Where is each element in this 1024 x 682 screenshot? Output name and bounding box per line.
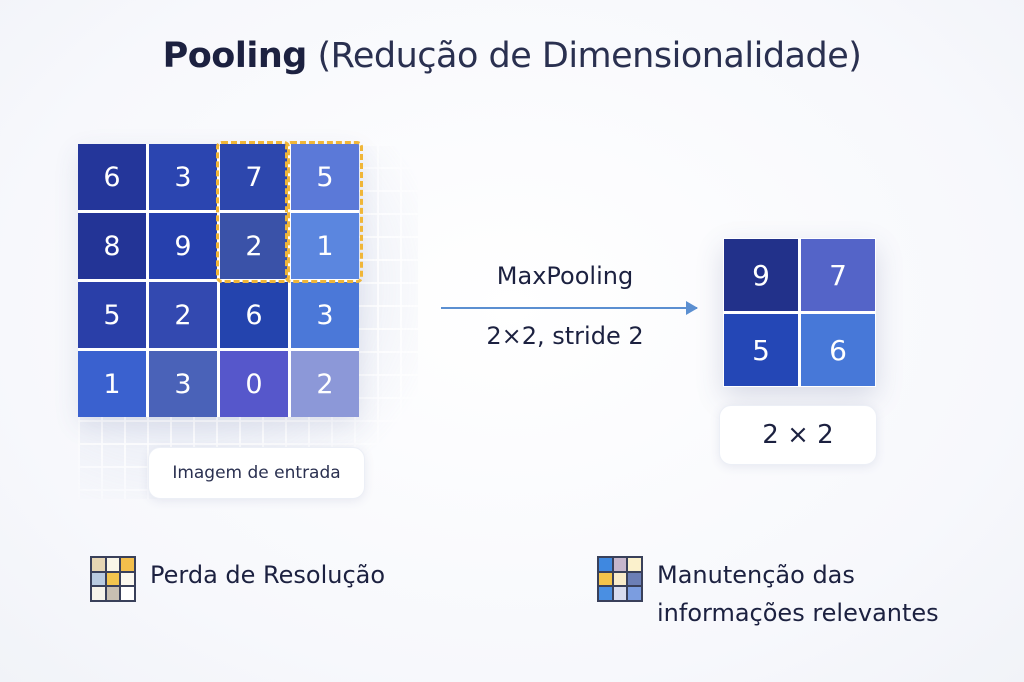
input-cell: 7: [220, 144, 288, 210]
input-cell: 3: [149, 351, 217, 417]
icon-pixel: [121, 572, 134, 586]
input-cell: 2: [291, 351, 359, 417]
icon-pixel: [613, 558, 627, 571]
legend-resolution-loss-text: Perda de Resolução: [150, 556, 385, 594]
arrow-line: [441, 307, 697, 309]
input-cell: 9: [149, 213, 217, 279]
icon-pixel: [613, 587, 627, 600]
input-cell: 2: [220, 213, 288, 279]
legend-resolution-loss: Perda de Resolução: [90, 556, 385, 602]
input-cell: 3: [149, 144, 217, 210]
icon-pixel: [121, 587, 134, 600]
input-cell: 5: [78, 282, 146, 348]
icon-pixel: [106, 587, 120, 600]
icon-pixel: [599, 572, 612, 586]
input-cell: 2: [149, 282, 217, 348]
input-cell: 0: [220, 351, 288, 417]
pixel-grid-icon: [597, 556, 643, 602]
title-bold: Pooling: [162, 36, 308, 76]
icon-pixel: [613, 572, 627, 586]
input-label: Imagem de entrada: [148, 447, 365, 499]
legend-info-retention-text: Manutenção das informações relevantes: [657, 556, 939, 632]
output-cell: 7: [801, 239, 875, 311]
input-cell: 5: [291, 144, 359, 210]
operation-params: 2×2, stride 2: [486, 322, 644, 350]
legend-info-retention: Manutenção das informações relevantes: [597, 556, 939, 632]
title-subtitle: (Redução de Dimensionalidade): [306, 36, 862, 76]
operation-name: MaxPooling: [496, 262, 634, 290]
input-cell: 6: [220, 282, 288, 348]
pixel-grid-icon: [90, 556, 136, 602]
icon-pixel: [628, 558, 641, 571]
legend-right-rest: das: [804, 561, 855, 589]
icon-pixel: [628, 587, 641, 600]
icon-pixel: [121, 558, 134, 571]
legend-right-line2: informações relevantes: [657, 599, 939, 627]
icon-pixel: [599, 558, 612, 571]
output-cell: 5: [724, 314, 798, 386]
icon-pixel: [106, 572, 120, 586]
input-cell: 8: [78, 213, 146, 279]
legend-left-bold: Perda: [150, 561, 218, 589]
icon-pixel: [599, 587, 612, 600]
output-size-label: 2 × 2: [719, 405, 877, 465]
input-cell: 6: [78, 144, 146, 210]
icon-pixel: [628, 572, 641, 586]
arrow-right-icon: [686, 301, 698, 315]
output-cell: 6: [801, 314, 875, 386]
icon-pixel: [92, 572, 105, 586]
input-cell: 3: [291, 282, 359, 348]
legend-right-bold: Manutenção: [657, 561, 805, 589]
page-title: Pooling (Redução de Dimensionalidade): [0, 36, 1024, 76]
icon-pixel: [106, 558, 120, 571]
icon-pixel: [92, 587, 105, 600]
input-cell: 1: [78, 351, 146, 417]
legend-left-rest: de Resolução: [217, 561, 386, 589]
icon-pixel: [92, 558, 105, 571]
input-cell: 1: [291, 213, 359, 279]
output-cell: 9: [724, 239, 798, 311]
